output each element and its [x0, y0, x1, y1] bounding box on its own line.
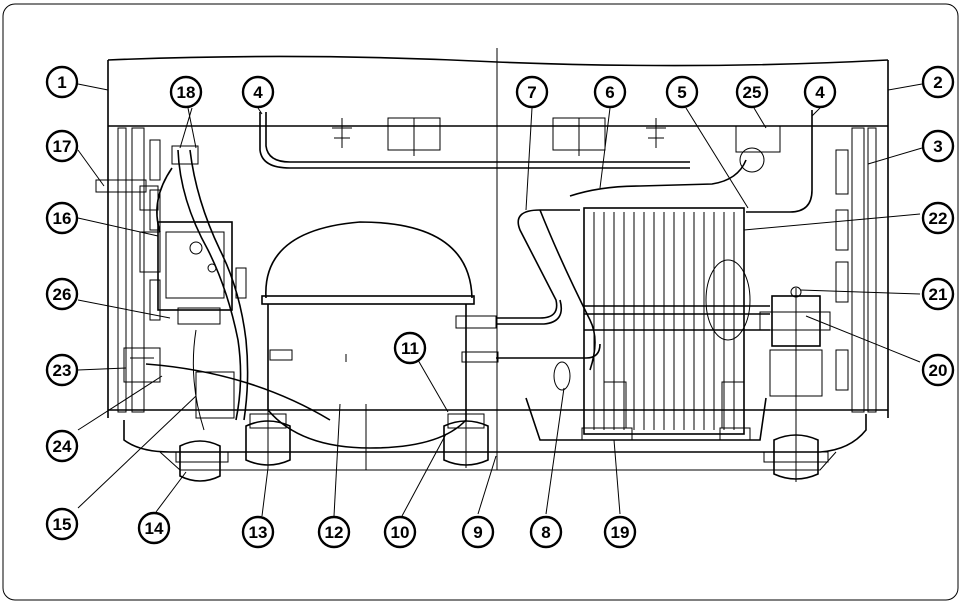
svg-text:15: 15 — [53, 515, 72, 534]
callout-23: 23 — [45, 353, 79, 387]
svg-text:19: 19 — [611, 523, 630, 542]
callout-2: 2 — [921, 65, 955, 99]
svg-text:22: 22 — [929, 209, 948, 228]
svg-text:16: 16 — [53, 209, 72, 228]
harness-clip — [195, 371, 235, 419]
callout-25: 25 — [735, 75, 769, 109]
drain-tube — [95, 179, 147, 193]
svg-text:23: 23 — [53, 361, 72, 380]
fan-motor — [759, 286, 831, 397]
callout-4-right: 4 — [803, 75, 837, 109]
right-side-rail — [835, 127, 877, 413]
svg-text:2: 2 — [933, 73, 942, 92]
compressor-grommet-left — [245, 406, 291, 468]
svg-text:17: 17 — [53, 137, 72, 156]
svg-text:21: 21 — [929, 285, 948, 304]
refrigerant-tubing — [259, 110, 813, 371]
svg-text:18: 18 — [177, 83, 196, 102]
callout-19: 19 — [603, 515, 637, 549]
callout-9: 9 — [461, 515, 495, 549]
svg-text:5: 5 — [677, 83, 686, 102]
svg-text:10: 10 — [391, 523, 410, 542]
svg-text:12: 12 — [325, 523, 344, 542]
relay-box — [139, 185, 233, 325]
leader-lines — [77, 83, 923, 517]
compressor — [261, 221, 499, 470]
svg-text:24: 24 — [53, 437, 72, 456]
svg-text:11: 11 — [401, 339, 419, 358]
svg-text:1: 1 — [57, 73, 66, 92]
callout-13: 13 — [241, 515, 275, 549]
callout-11: 11 — [393, 331, 427, 365]
diagram-frame — [2, 3, 959, 601]
svg-text:25: 25 — [743, 83, 762, 102]
svg-text:7: 7 — [527, 83, 536, 102]
dryer-filter — [735, 125, 781, 173]
right-caster — [763, 288, 829, 482]
callout-20: 20 — [921, 353, 955, 387]
svg-text:14: 14 — [145, 519, 164, 538]
svg-text:4: 4 — [815, 83, 825, 102]
callout-4-left: 4 — [241, 75, 275, 109]
callout-10: 10 — [383, 515, 417, 549]
callout-17: 17 — [45, 129, 79, 163]
svg-text:3: 3 — [933, 137, 942, 156]
base-tray — [123, 414, 867, 471]
callout-15: 15 — [45, 507, 79, 541]
svg-text:26: 26 — [53, 285, 72, 304]
left-caster — [175, 440, 229, 482]
callout-22: 22 — [921, 201, 955, 235]
svg-text:13: 13 — [249, 523, 268, 542]
drain-pan — [525, 397, 767, 441]
callout-24: 24 — [45, 429, 79, 463]
callout-21: 21 — [921, 277, 955, 311]
capillary-tube — [553, 361, 571, 391]
callout-6: 6 — [593, 75, 627, 109]
condenser-coil — [581, 207, 770, 441]
svg-text:9: 9 — [473, 523, 482, 542]
callout-8: 8 — [529, 515, 563, 549]
compressor-grommet-right — [443, 406, 489, 468]
svg-text:6: 6 — [605, 83, 614, 102]
top-brackets — [332, 117, 666, 156]
callout-26: 26 — [45, 277, 79, 311]
callout-18: 18 — [169, 75, 203, 109]
callout-5: 5 — [665, 75, 699, 109]
terminal-connector — [123, 347, 161, 383]
callout-14: 14 — [137, 511, 171, 545]
svg-text:4: 4 — [253, 83, 263, 102]
callout-3: 3 — [921, 129, 955, 163]
svg-text:20: 20 — [929, 361, 948, 380]
callout-7: 7 — [515, 75, 549, 109]
svg-text:8: 8 — [541, 523, 550, 542]
callout-16: 16 — [45, 201, 79, 235]
wiring-harness — [145, 145, 331, 431]
callout-12: 12 — [317, 515, 351, 549]
callout-1: 1 — [45, 65, 79, 99]
